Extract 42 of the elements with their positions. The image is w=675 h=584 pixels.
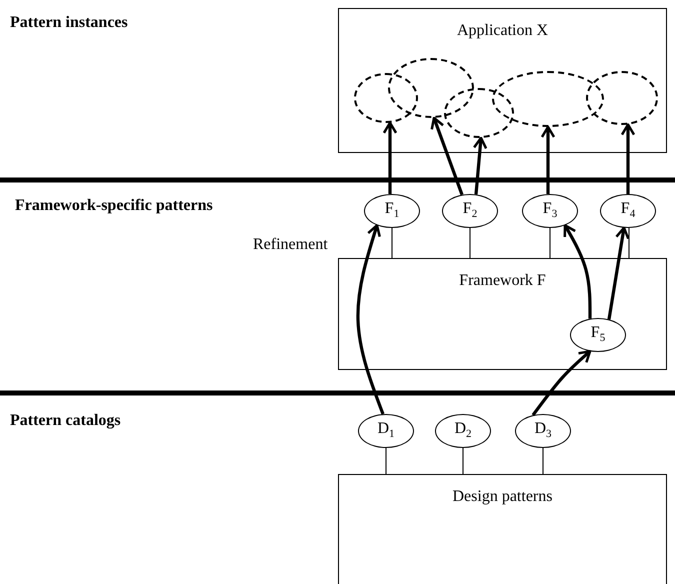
arrow: [564, 224, 592, 319]
connector-line: [542, 448, 544, 474]
layer-heading: Framework-specific patterns: [15, 197, 213, 215]
arrow: [607, 226, 630, 320]
component-box: [338, 8, 667, 153]
pattern-ellipse: [570, 318, 626, 352]
pattern-ellipse: [522, 194, 578, 228]
dashed-ellipse: [444, 88, 514, 138]
box-title: Design patterns: [452, 489, 554, 505]
connector-line: [628, 228, 630, 258]
pattern-ellipse: [600, 194, 656, 228]
dashed-ellipse: [354, 73, 418, 123]
component-box: [338, 474, 667, 584]
pattern-name: D$_{3}$: [534, 421, 552, 441]
arrow: [382, 122, 398, 194]
arrow: [430, 116, 464, 196]
pattern-name: F$_{3}$: [542, 201, 558, 221]
pattern-name: D$_{2}$: [454, 421, 472, 441]
arrow: [540, 126, 556, 194]
layer-heading: Pattern instances: [10, 14, 128, 32]
pattern-name: D$_{1}$: [377, 421, 395, 441]
pattern-ellipse: [364, 194, 420, 228]
pattern-name: F$_{5}$: [590, 325, 606, 345]
dashed-ellipse: [388, 58, 474, 118]
arrow: [472, 136, 488, 195]
arrow: [356, 224, 384, 415]
layer-heading: Pattern catalogs: [10, 412, 121, 430]
pattern-ellipse: [435, 414, 491, 448]
pattern-name: F$_{1}$: [384, 201, 400, 221]
pattern-name: F$_{4}$: [620, 201, 636, 221]
pattern-ellipse: [515, 414, 571, 448]
dashed-ellipse: [586, 71, 658, 125]
box-title: Framework F: [458, 273, 547, 289]
dashed-ellipse: [492, 71, 604, 127]
pattern-ellipse: [358, 414, 414, 448]
arrow: [532, 350, 592, 416]
box-title: Application X: [456, 23, 550, 39]
arrow: [620, 123, 636, 194]
pattern-ellipse: [442, 194, 498, 228]
component-box: [338, 258, 667, 370]
connector-line: [462, 448, 464, 474]
pattern-name: F$_{2}$: [462, 201, 478, 221]
